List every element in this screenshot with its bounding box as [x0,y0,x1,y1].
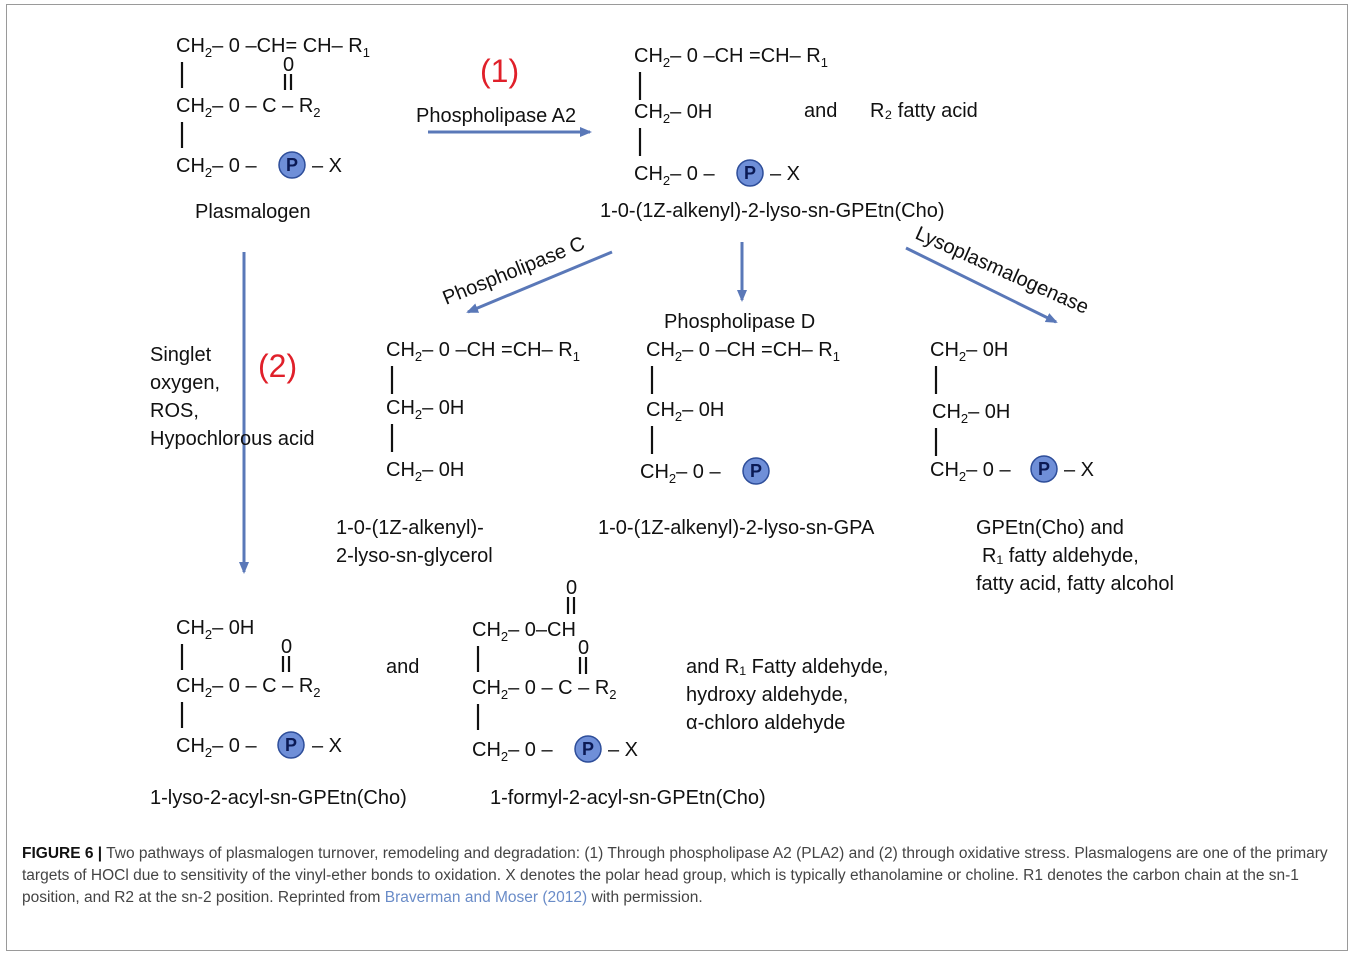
lyso-product-structure: CH2– 0H CH2– 0H CH2– 0 – P – X [930,339,1094,484]
glycerol-name-1: 1-0-(1Z-alkenyl)- [336,517,484,539]
oxidant-line-2: oxygen, [150,372,220,394]
formyl-name: 1-formyl-2-acyl-sn-GPEtn(Cho) [490,787,766,809]
plc-product-structure: CH2– 0 –CH =CH– R1 CH2– 0H CH2– 0H [386,339,580,484]
svg-text:0: 0 [578,637,589,659]
pld-label: Phospholipase D [664,311,815,333]
svg-text:– X: – X [608,739,638,761]
lyso-gpetn-structure: CH2– 0 –CH =CH– R1 CH2– 0H CH2– 0 – P – … [634,45,828,188]
oxidant-line-3: ROS, [150,400,199,422]
lyso-gpetn-name: 1-0-(1Z-alkenyl)-2-lyso-sn-GPEtn(Cho) [600,200,945,222]
and-label-2: and [386,656,419,678]
svg-text:CH2– 0H: CH2– 0H [932,401,1010,426]
svg-text:0: 0 [283,54,294,76]
svg-text:– X: – X [1064,459,1094,481]
oxidant-line-1: Singlet [150,344,212,366]
lyso-label: Lysoplasmalogenase [912,222,1092,318]
and-r1-line-2: hydroxy aldehyde, [686,684,848,706]
svg-text:CH2– 0 – C – R2: CH2– 0 – C – R2 [472,677,617,702]
svg-text:CH2– 0 –: CH2– 0 – [640,461,721,486]
and-r1-line-3: α-chloro aldehyde [686,712,845,734]
and-r1-line-1: and R₁ Fatty aldehyde, [686,656,888,678]
and-label-1: and [804,100,837,122]
svg-text:CH2– 0 – C – R2: CH2– 0 – C – R2 [176,675,321,700]
svg-text:CH2– 0 –: CH2– 0 – [176,155,257,180]
plasmalogen-name: Plasmalogen [195,201,311,223]
svg-text:CH2– 0H: CH2– 0H [386,459,464,484]
svg-text:P: P [744,163,756,183]
svg-text:– X: – X [770,163,800,185]
svg-text:CH2– 0 –CH =CH– R1: CH2– 0 –CH =CH– R1 [634,45,828,70]
formyl-product-structure: 0 CH2– 0–CH 0 CH2– 0 – C – R2 CH2– 0 – P… [472,577,638,764]
plc-arrow [466,250,613,314]
caption-text-1: Two pathways of plasmalogen turnover, re… [22,845,1328,906]
caption-text-2: with permission. [587,889,703,906]
oxidant-line-4: Hypochlorous acid [150,428,315,450]
svg-text:P: P [1038,459,1050,479]
plasmalogen-structure: CH2– 0 –CH= CH– R1 0 CH2– 0 – C – R2 CH2… [176,35,370,223]
svg-text:CH2– 0H: CH2– 0H [930,339,1008,364]
svg-text:CH2– 0 – C – R2: CH2– 0 – C – R2 [176,95,321,120]
figure-number: FIGURE 6 | [22,845,103,862]
svg-text:P: P [286,155,298,175]
svg-text:0: 0 [566,577,577,599]
svg-text:CH2– 0 –: CH2– 0 – [930,459,1011,484]
svg-text:CH2– 0 –: CH2– 0 – [472,739,553,764]
svg-text:CH2– 0 –CH =CH– R1: CH2– 0 –CH =CH– R1 [386,339,580,364]
gpa-name: 1-0-(1Z-alkenyl)-2-lyso-sn-GPA [598,517,875,539]
svg-text:CH2– 0 –: CH2– 0 – [634,163,715,188]
svg-text:– X: – X [312,155,342,177]
acyl-name: 1-lyso-2-acyl-sn-GPEtn(Cho) [150,787,407,809]
pld-product-structure: CH2– 0 –CH =CH– R1 CH2– 0H CH2– 0 – P [640,339,840,486]
svg-text:CH2– 0–CH: CH2– 0–CH [472,619,576,644]
svg-text:CH2– 0 –: CH2– 0 – [176,735,257,760]
reference-link[interactable]: Braverman and Moser (2012) [384,889,588,906]
gpetn-name-2: R₁ fatty aldehyde, [982,545,1139,567]
svg-text:CH2– 0H: CH2– 0H [634,101,712,126]
svg-text:CH2– 0H: CH2– 0H [646,399,724,424]
lyso-arrow [905,246,1058,324]
svg-text:0: 0 [281,636,292,658]
glycerol-name-2: 2-lyso-sn-glycerol [336,545,493,567]
acyl-product-structure: CH2– 0H 0 CH2– 0 – C – R2 CH2– 0 – P – X [176,617,342,760]
figure-caption: FIGURE 6 | Two pathways of plasmalogen t… [22,843,1332,909]
r2-fatty-acid-label: R₂ fatty acid [870,100,978,122]
svg-text:CH2– 0 –CH= CH– R1: CH2– 0 –CH= CH– R1 [176,35,370,60]
svg-text:P: P [750,461,762,481]
figure-frame [6,4,1348,951]
svg-text:P: P [285,735,297,755]
step-2-label: (2) [258,348,297,384]
pathway-diagram: CH2– 0 –CH= CH– R1 0 CH2– 0 – C – R2 CH2… [150,35,1174,809]
svg-text:CH2– 0 –CH =CH– R1: CH2– 0 –CH =CH– R1 [646,339,840,364]
gpetn-name-1: GPEtn(Cho) and [976,517,1124,539]
svg-text:– X: – X [312,735,342,757]
svg-text:CH2– 0H: CH2– 0H [176,617,254,642]
pla2-label: Phospholipase A2 [416,105,576,127]
svg-text:P: P [582,739,594,759]
gpetn-name-3: fatty acid, fatty alcohol [976,573,1174,595]
svg-text:CH2– 0H: CH2– 0H [386,397,464,422]
step-1-label: (1) [480,53,519,89]
